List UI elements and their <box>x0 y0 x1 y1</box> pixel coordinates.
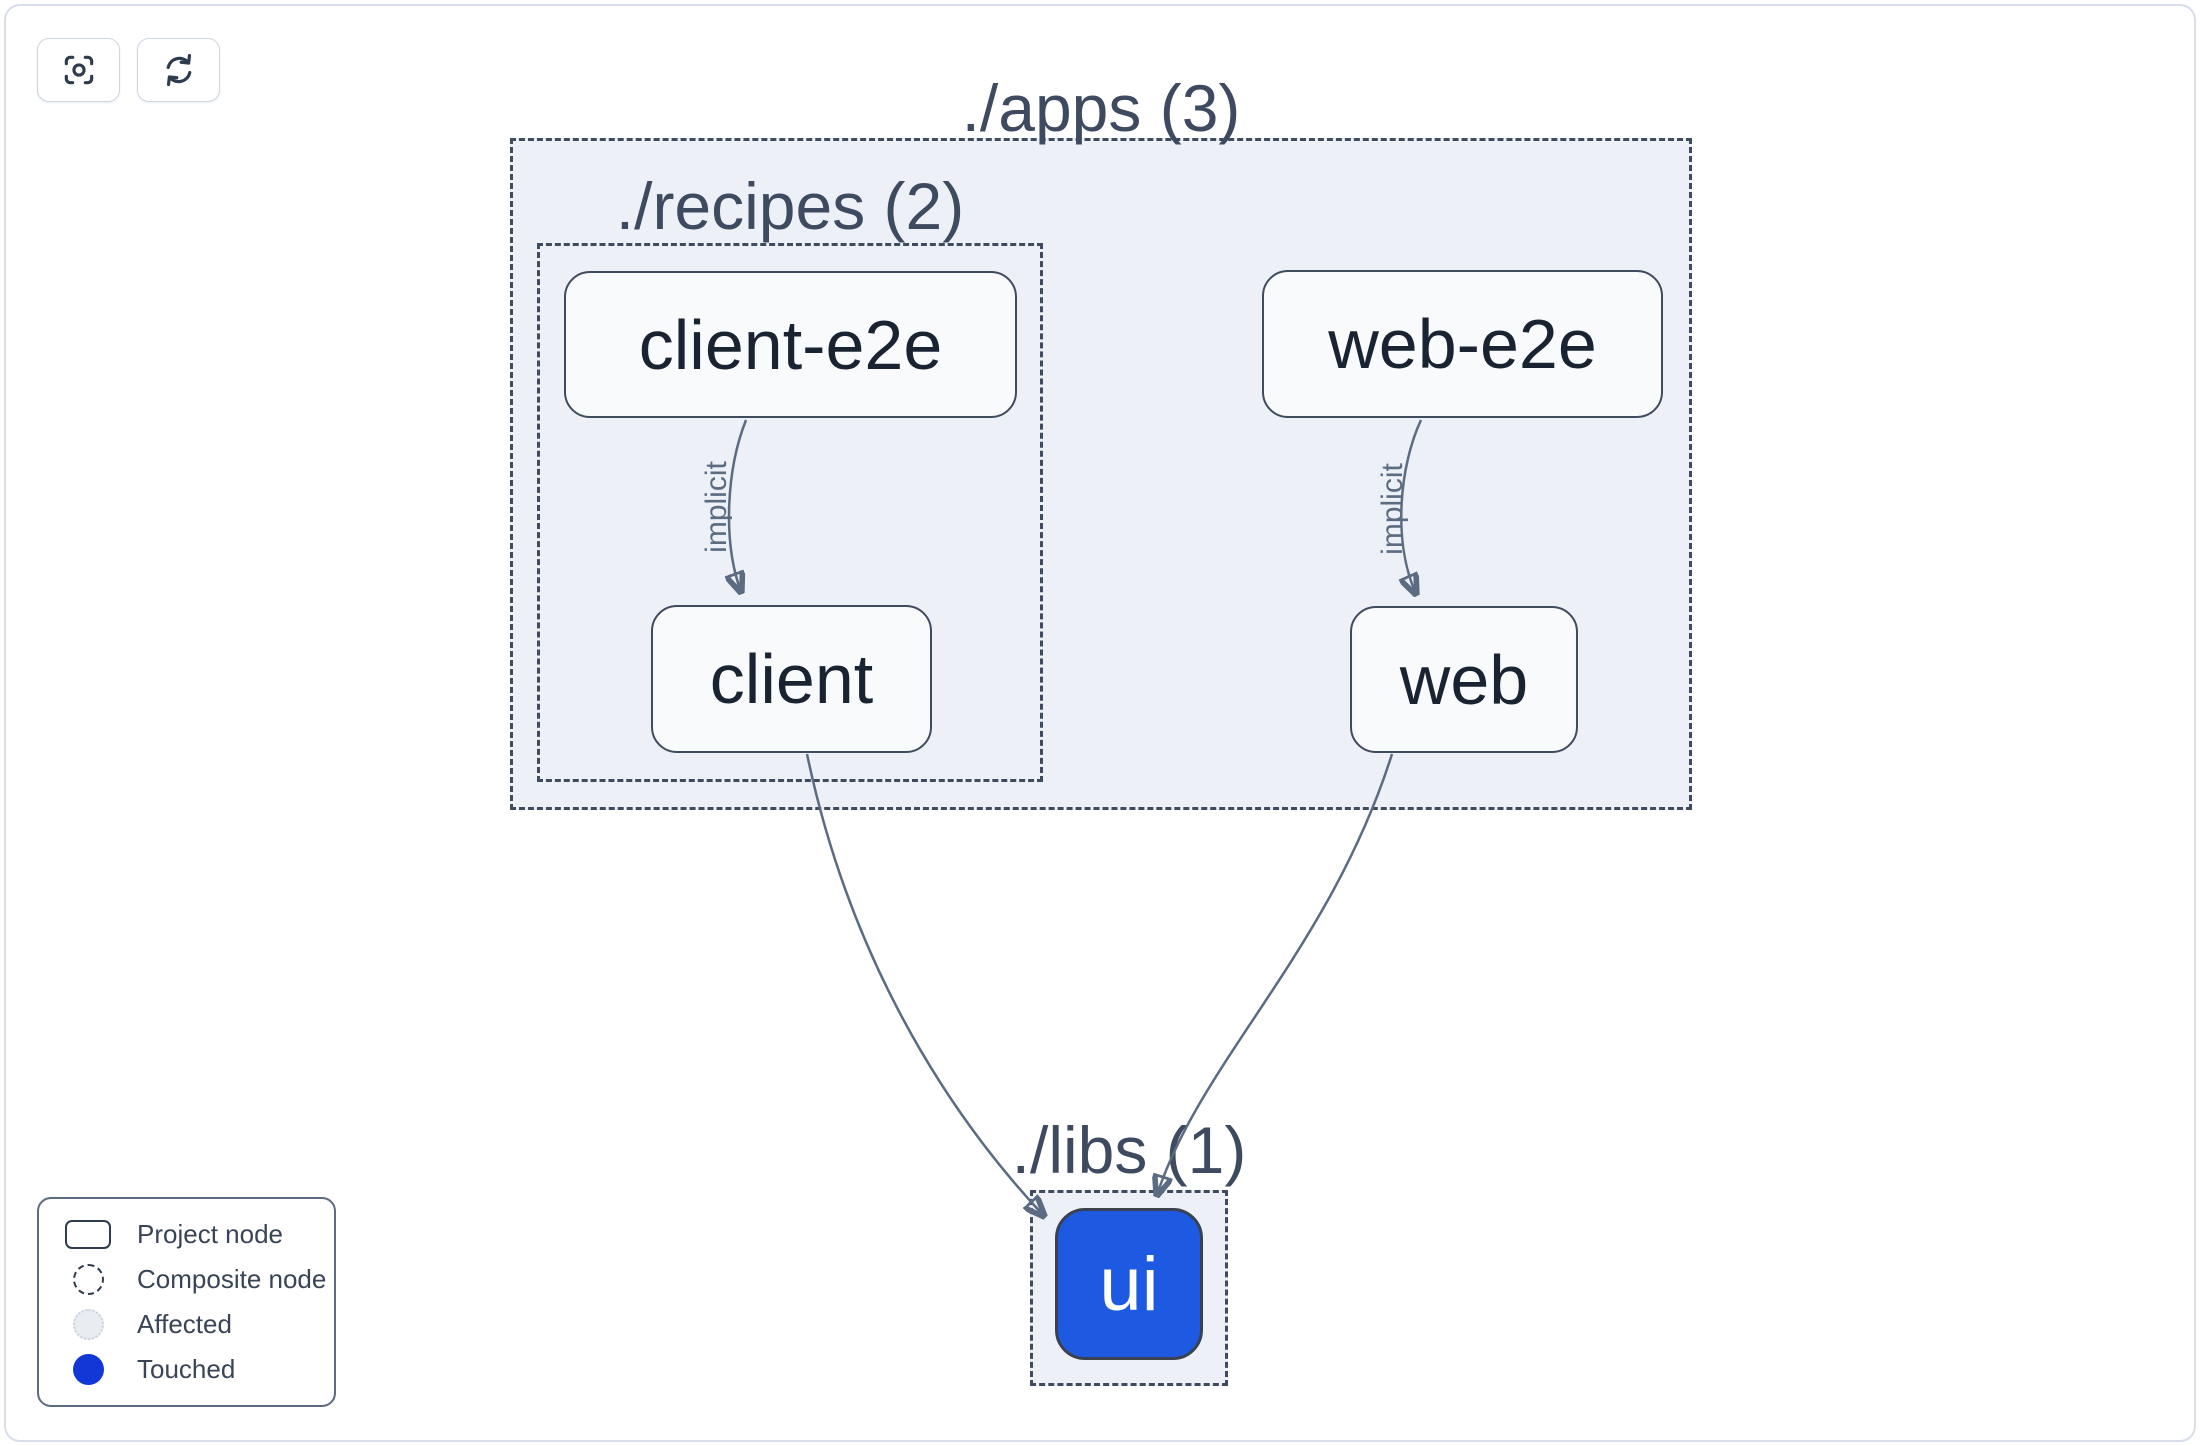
legend-label-touched: Touched <box>137 1354 236 1385</box>
legend-label-project-node: Project node <box>137 1218 283 1249</box>
node-web-label: web <box>1399 640 1529 719</box>
refresh-graph-button[interactable] <box>137 38 220 102</box>
project-node-swatch-icon <box>65 1219 111 1249</box>
legend-row-composite-node: Composite node <box>39 1257 334 1301</box>
touched-swatch-icon <box>72 1354 104 1386</box>
node-ui-label: ui <box>1099 1241 1159 1327</box>
node-web[interactable]: web <box>1350 606 1578 753</box>
affected-swatch-icon <box>72 1309 104 1341</box>
edge-label-implicit-client: implicit <box>700 461 733 553</box>
node-client[interactable]: client <box>651 605 932 753</box>
refresh-icon <box>166 54 191 86</box>
group-recipes-label: ./recipes (2) <box>615 169 965 243</box>
node-ui-touched[interactable]: ui <box>1055 1208 1203 1360</box>
node-client-e2e[interactable]: client-e2e <box>564 271 1017 418</box>
node-web-e2e[interactable]: web-e2e <box>1262 270 1663 418</box>
node-web-e2e-label: web-e2e <box>1328 305 1597 383</box>
focus-icon <box>64 55 93 85</box>
legend-row-affected: Affected <box>39 1303 334 1347</box>
legend-row-project-node: Project node <box>39 1212 334 1256</box>
legend-label-composite-node: Composite node <box>137 1263 327 1294</box>
edge-label-implicit-web: implicit <box>1376 463 1409 555</box>
group-libs-label: ./libs (1) <box>1011 1113 1247 1187</box>
group-apps-label: ./apps (3) <box>961 71 1241 145</box>
legend-row-touched: Touched <box>39 1348 334 1392</box>
legend: Project node Composite node Affected Tou… <box>37 1197 336 1407</box>
legend-label-affected: Affected <box>137 1309 232 1340</box>
composite-node-swatch-icon <box>72 1263 104 1295</box>
node-client-label: client <box>709 640 874 718</box>
center-graph-button[interactable] <box>37 38 120 102</box>
node-client-e2e-label: client-e2e <box>638 305 943 384</box>
